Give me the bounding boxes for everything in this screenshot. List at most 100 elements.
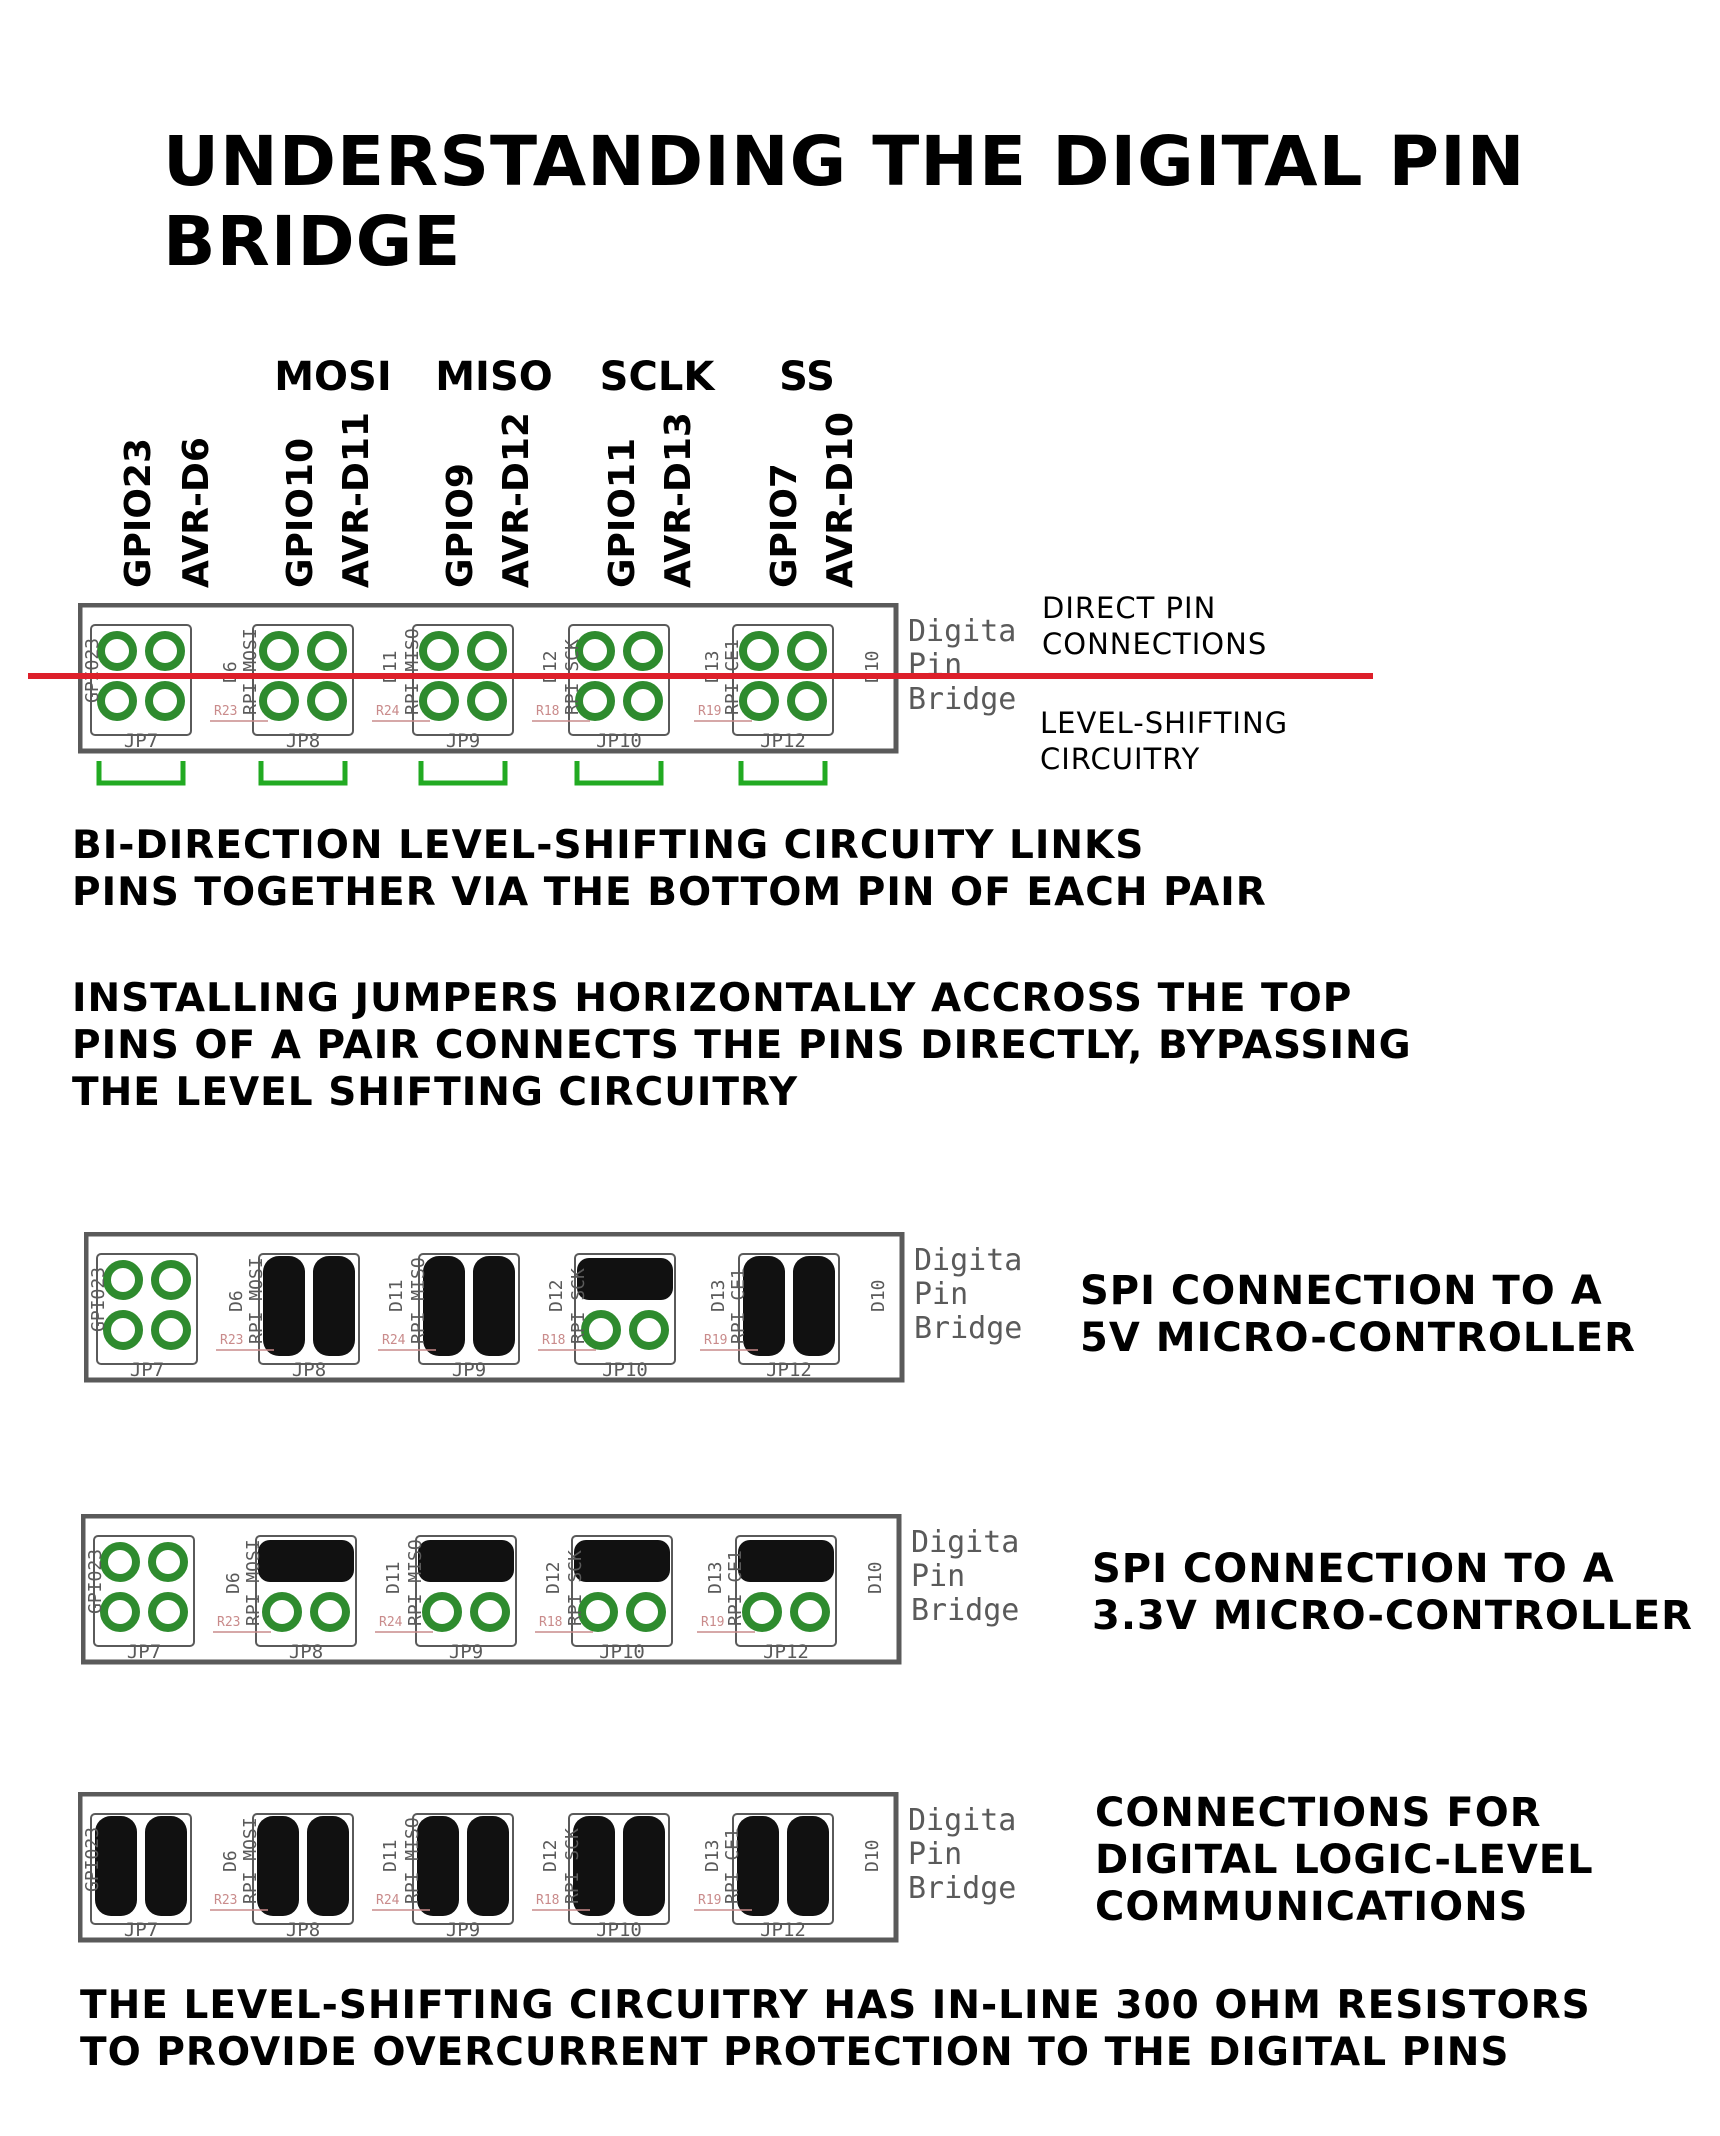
header-outline (568, 624, 670, 736)
config-logic-caption-line-3: COMMUNICATIONS (1095, 1884, 1529, 1930)
pin-pad (629, 1310, 669, 1350)
header-jp8: JP8 (255, 1535, 357, 1663)
silk-label-right: D6 (220, 1850, 241, 1872)
resistor-label: R23 (214, 1893, 237, 1908)
level-shifting-circuitry-label: LEVEL-SHIFTING CIRCUITRY (1040, 705, 1288, 777)
pin-label-gpio11: GPIO11 (602, 438, 643, 588)
silk-label-right: D10 (862, 1839, 883, 1872)
board-name-line: Digital (914, 1243, 1024, 1278)
pin-pad (103, 1260, 143, 1300)
header-jp10: JP10 (571, 1535, 673, 1663)
level-label-line-1: LEVEL-SHIFTING (1040, 706, 1289, 740)
header-jp10: JP10 (568, 624, 670, 752)
pin-pad (578, 1592, 618, 1632)
signal-label-ss: SS (779, 354, 835, 400)
pin-pad (151, 1310, 191, 1350)
silk-label-right: D6 (220, 661, 241, 683)
header-outline (418, 1253, 520, 1365)
config-logic-caption-line-2: DIGITAL LOGIC-LEVEL (1095, 1837, 1594, 1883)
header-jp8: JP8 (252, 1813, 354, 1941)
config-logic-caption: CONNECTIONS FOR DIGITAL LOGIC-LEVEL COMM… (1095, 1790, 1594, 1931)
resistor-label: R18 (536, 1893, 559, 1908)
resistor-label: R23 (217, 1615, 240, 1630)
jumper-vertical (467, 1816, 509, 1916)
pin-pad (419, 631, 459, 671)
header-jp9: JP9 (415, 1535, 517, 1663)
header-label: JP7 (127, 1641, 161, 1663)
silk-label-right: D11 (386, 1279, 407, 1312)
pin-pad (97, 631, 137, 671)
jumper-horizontal (738, 1540, 834, 1582)
silk-label-right: D13 (708, 1279, 729, 1312)
header-label: JP8 (292, 1359, 326, 1381)
header-label: JP12 (760, 730, 806, 752)
level-label-line-2: CIRCUITRY (1040, 742, 1201, 776)
config-3v3-caption: SPI CONNECTION TO A 3.3V MICRO-CONTROLLE… (1092, 1546, 1693, 1640)
footer-paragraph: THE LEVEL-SHIFTING CIRCUITRY HAS IN-LINE… (80, 1982, 1591, 2076)
silk-label-left: GPIO23 (82, 1827, 103, 1892)
silk-label-right: D10 (865, 1561, 886, 1594)
pin-pad (581, 1310, 621, 1350)
pin-label-gpio7: GPIO7 (764, 463, 805, 588)
pin-pad (470, 1592, 510, 1632)
silk-label-left: GPIO23 (88, 1267, 109, 1332)
silk-label-left: RPI CE1 (722, 1828, 743, 1904)
pin-pad (787, 631, 827, 671)
silk-label-left: RPI CE1 (725, 1550, 746, 1626)
page-title: UNDERSTANDING THE DIGITAL PIN BRIDGE (163, 122, 1526, 282)
silk-label-left: GPIO23 (85, 1549, 106, 1614)
pin-pad (145, 681, 185, 721)
header-jp9: JP9 (412, 624, 514, 752)
level-shift-bracket (258, 761, 348, 786)
pin-pad (422, 1592, 462, 1632)
header-jp8: JP8 (258, 1253, 360, 1381)
header-outline (258, 1253, 360, 1365)
board-name-line: Pin (908, 648, 962, 683)
pin-pad (262, 1592, 302, 1632)
header-jp8: JP8 (252, 624, 354, 752)
silk-label-right: D13 (705, 1561, 726, 1594)
board-name-line: Pin (908, 1837, 962, 1872)
direct-label-line-1: DIRECT PIN (1042, 591, 1217, 625)
resistor-label: R24 (382, 1333, 406, 1348)
resistor-label: R18 (536, 704, 559, 719)
jumper-vertical (95, 1816, 137, 1916)
header-jp12: JP12 (732, 624, 834, 752)
pin-pad (151, 1260, 191, 1300)
header-outline (412, 1813, 514, 1925)
header-label: JP7 (130, 1359, 164, 1381)
pin-label-gpio23: GPIO23 (118, 438, 159, 588)
jumper-horizontal (574, 1540, 670, 1582)
bidirection-line-2: PINS TOGETHER VIA THE BOTTOM PIN OF EACH… (72, 870, 1267, 915)
pin-pad (97, 681, 137, 721)
pin-pad (103, 1310, 143, 1350)
jumpers-line-1: INSTALLING JUMPERS HORIZONTALLY ACCROSS … (72, 976, 1353, 1021)
header-outline (415, 1535, 517, 1647)
header-jp10: JP10 (574, 1253, 676, 1381)
config-3v3-caption-line-1: SPI CONNECTION TO A (1092, 1546, 1615, 1592)
level-shift-bracket (574, 761, 664, 786)
board-name-line: Pin (914, 1277, 968, 1312)
board-name-line: Digital (908, 1803, 1018, 1838)
jumper-vertical (307, 1816, 349, 1916)
jumpers-line-3: THE LEVEL SHIFTING CIRCUITRY (72, 1070, 799, 1115)
silk-label-left: RPI MOSI (240, 628, 261, 715)
config-logic-caption-line-1: CONNECTIONS FOR (1095, 1790, 1542, 1836)
resistor-label: R24 (376, 704, 400, 719)
header-outline (568, 1813, 670, 1925)
header-outline (252, 624, 354, 736)
silk-label-left: RPI MISO (405, 1539, 426, 1626)
silk-label-left: RPI SCK (562, 639, 583, 715)
level-shift-bracket (738, 761, 828, 786)
jumper-vertical (793, 1256, 835, 1356)
header-jp7: JP7 (90, 1813, 192, 1941)
header-label: JP10 (599, 1641, 645, 1663)
pin-pad (419, 681, 459, 721)
jumper-vertical (787, 1816, 829, 1916)
header-jp7: JP7 (90, 624, 192, 752)
pin-pad (626, 1592, 666, 1632)
resistor-label: R18 (542, 1333, 565, 1348)
board-name-line: Bridge (911, 1593, 1019, 1628)
